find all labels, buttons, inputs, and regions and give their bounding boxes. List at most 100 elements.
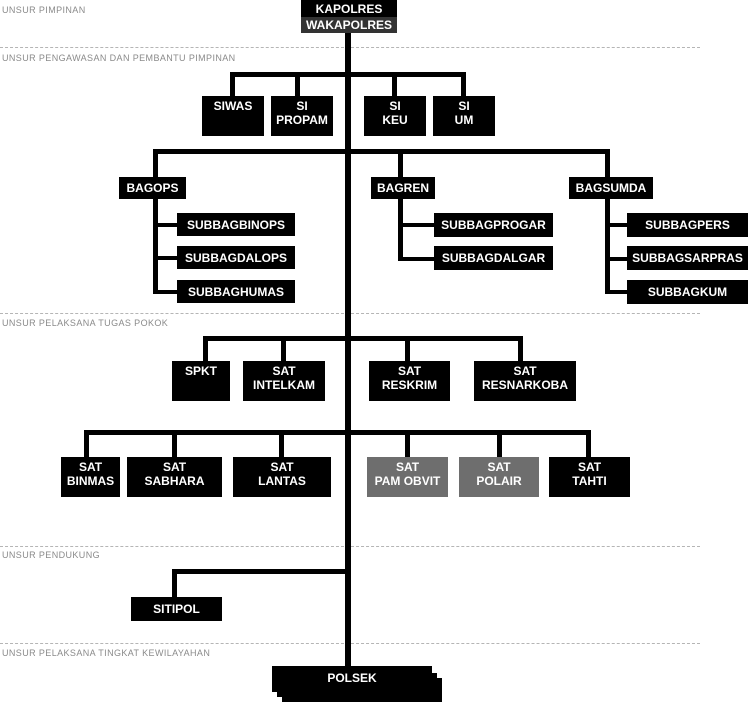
bagops-sub-branch-1 (153, 223, 177, 227)
subbag-dalgar-box: SUBBAGDALGAR (434, 246, 553, 270)
kapolres-box: KAPOLRES (301, 0, 397, 17)
pamobvit-line-2: PAM OBVIT (374, 474, 441, 488)
bagren-sub-spine (398, 198, 403, 261)
section-label-pengawasan: UNSUR PENGAWASAN DAN PEMBANTU PIMPINAN (2, 53, 236, 63)
subbag-dalops-box: SUBBAGDALOPS (177, 246, 295, 269)
tahti-line-1: SAT (577, 460, 602, 474)
section-label-kewilayahan: UNSUR PELAKSANA TINGKAT KEWILAYAHAN (2, 648, 211, 658)
resnarkoba-line-2: RESNARKOBA (481, 378, 568, 392)
binmas-line-2: BINMAS (66, 474, 115, 488)
bagren-box: BAGREN (371, 177, 435, 199)
staff-bus-line (230, 72, 466, 77)
bagsumda-sub-branch-2 (605, 257, 627, 261)
connector-lantas (279, 430, 284, 458)
bagsumda-label: BAGSUMDA (575, 181, 647, 195)
binmas-line-1: SAT (78, 460, 103, 474)
subbag-pers-label: SUBBAGPERS (645, 218, 730, 232)
connector-resnarkoba (518, 336, 523, 362)
subbag-sarpras-box: SUBBAGSARPRAS (627, 246, 748, 270)
subbag-dalgar-label: SUBBAGDALGAR (441, 251, 546, 265)
sitipol-box: SITIPOL (131, 597, 222, 621)
reskrim-line-2: RESKRIM (381, 378, 438, 392)
sium-line-2: UM (454, 113, 474, 127)
connector-sipropam (295, 72, 300, 98)
resnarkoba-line-1: SAT (513, 364, 537, 378)
subbag-dalops-label: SUBBAGDALOPS (184, 250, 287, 265)
subbag-sarpras-label: SUBBAGSARPRAS (632, 251, 743, 265)
connector-spkt (203, 336, 208, 362)
pendukung-bus-line (172, 569, 351, 574)
polair-line-1: SAT (487, 460, 511, 474)
connector-sabhara (172, 430, 177, 458)
lantas-line-1: SAT (270, 460, 294, 474)
bagsumda-sub-spine (605, 198, 610, 294)
connector-sium (461, 72, 466, 98)
subbag-progar-label: SUBBAGPROGAR (441, 218, 546, 232)
connector-sitipol (172, 569, 177, 598)
connector-binmas (84, 430, 89, 458)
subbag-kum-box: SUBBAGKUM (627, 280, 748, 304)
bagsumda-sub-branch-1 (605, 223, 627, 227)
bagops-sub-branch-2 (153, 256, 177, 260)
connector-pamobvit (405, 430, 410, 458)
bagops-label: BAGOPS (126, 181, 179, 195)
sitipol-label: SITIPOL (153, 602, 200, 616)
bagops-sub-spine (153, 198, 158, 294)
wakapolres-box: WAKAPOLRES (301, 17, 397, 33)
connector-reskrim (405, 336, 410, 362)
pelaksana2-bus-line (84, 430, 591, 435)
bagren-sub-branch-2 (398, 257, 434, 261)
bagops-sub-branch-3 (153, 290, 177, 294)
subbag-pers-box: SUBBAGPERS (627, 213, 748, 237)
sium-line-1: SI (458, 99, 470, 113)
intelkam-line-1: SAT (272, 364, 296, 378)
polsek-box: POLSEK (272, 666, 432, 692)
subbag-humas-label: SUBBAGHUMAS (188, 284, 284, 299)
reskrim-line-1: SAT (397, 364, 422, 378)
subbag-binops-box: SUBBAGBINOPS (177, 213, 295, 236)
spkt-label: SPKT (184, 364, 217, 378)
connector-tahti (586, 430, 591, 458)
kapolres-label: KAPOLRES (315, 1, 383, 16)
bagops-box: BAGOPS (119, 177, 186, 199)
connector-bagren (398, 149, 403, 177)
polair-line-2: POLAIR (476, 474, 522, 488)
subbag-humas-box: SUBBAGHUMAS (177, 280, 295, 303)
connector-sikeu (392, 72, 397, 98)
bagsumda-box: BAGSUMDA (569, 177, 653, 199)
sipropam-line-1: SI (296, 99, 308, 113)
connector-siwas (230, 72, 235, 98)
bagren-label: BAGREN (376, 181, 429, 195)
polsek-label: POLSEK (327, 671, 377, 685)
subbag-binops-label: SUBBAGBINOPS (186, 217, 285, 232)
sipropam-line-2: PROPAM (276, 113, 328, 127)
pelaksana1-bus-line (203, 336, 523, 341)
siwas-box: SIWAS (202, 96, 264, 136)
connector-polair (497, 430, 502, 458)
intelkam-line-2: INTELKAM (253, 378, 315, 392)
section-label-pendukung: UNSUR PENDUKUNG (2, 550, 101, 560)
spkt-box: SPKT (172, 361, 230, 401)
sabhara-line-2: SABHARA (144, 474, 205, 488)
section-label-pimpinan: UNSUR PIMPINAN (2, 5, 86, 15)
bagren-sub-branch-1 (398, 223, 434, 227)
siwas-label: SIWAS (213, 99, 253, 113)
connector-intelkam (281, 336, 286, 362)
sikeu-line-2: KEU (382, 113, 408, 127)
sikeu-line-1: SI (389, 99, 401, 113)
subbag-kum-label: SUBBAGKUM (647, 285, 728, 299)
bagsumda-sub-branch-3 (605, 290, 627, 294)
lantas-line-2: LANTAS (258, 474, 306, 488)
section-label-pelaksana: UNSUR PELAKSANA TUGAS POKOK (2, 318, 169, 328)
